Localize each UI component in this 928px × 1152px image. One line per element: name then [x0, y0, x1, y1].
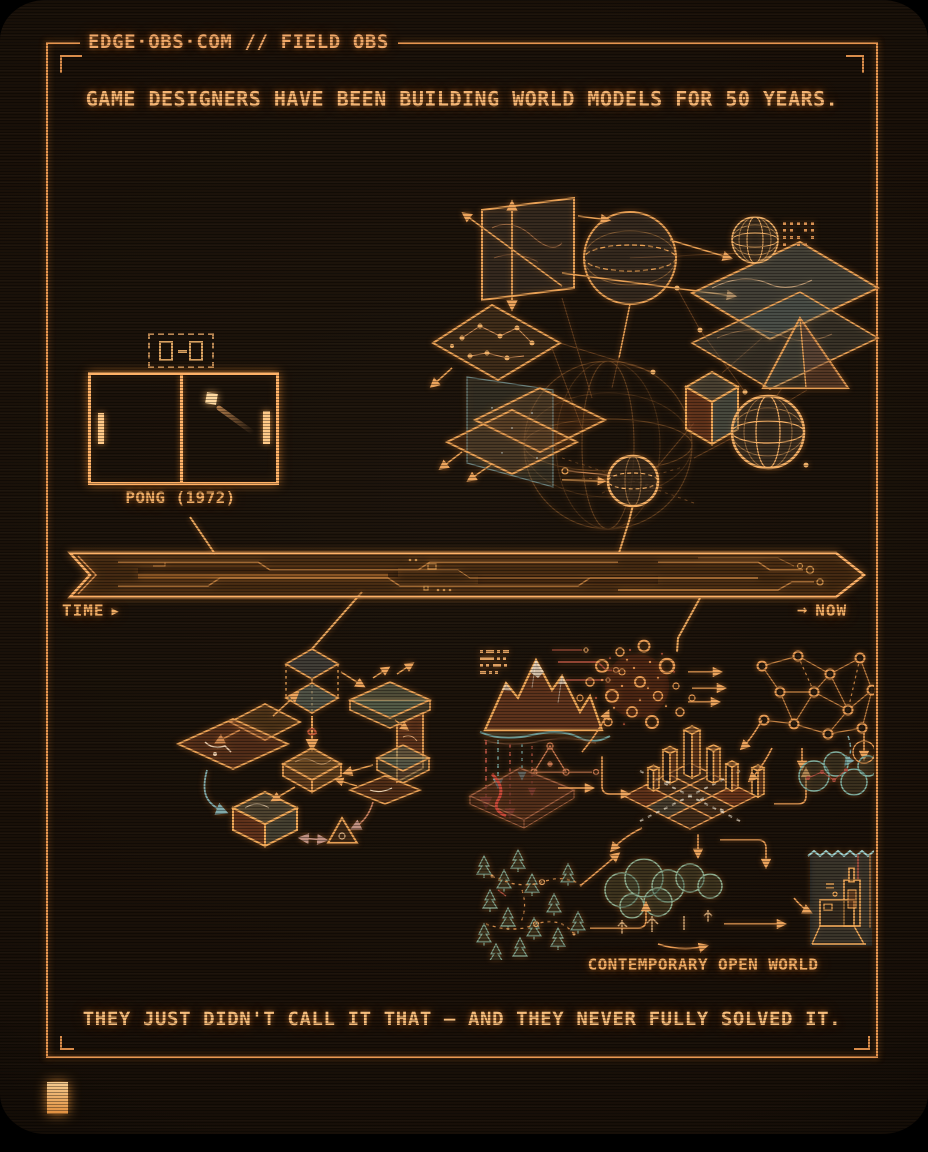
- timeline-end-label: → NOW: [797, 601, 847, 620]
- open-world-illustration: [468, 639, 874, 960]
- pong-court: [88, 372, 279, 485]
- corner-bracket-top-left: [60, 55, 82, 73]
- pine-forest: [475, 848, 587, 960]
- headline: GAME DESIGNERS HAVE BEEN BUILDING WORLD …: [85, 87, 839, 111]
- pong-ball: [205, 392, 218, 405]
- pong-paddle-right: [263, 411, 270, 444]
- ghost-cube: [284, 647, 340, 715]
- frame-right-edge: [876, 42, 878, 1058]
- corner-bracket-bottom-left: [60, 1036, 74, 1050]
- pong-caption: PONG (1972): [125, 488, 236, 507]
- timeline-band: [67, 551, 867, 599]
- terminal-cursor: [47, 1082, 68, 1114]
- site-header: EDGE·OBS·COM // FIELD OBS: [88, 31, 389, 53]
- iso-city: [558, 725, 812, 870]
- triangle-node: [326, 816, 359, 844]
- corner-bracket-top-right: [846, 55, 864, 73]
- pong-score-display: [148, 333, 214, 368]
- bottom-left-box: [230, 790, 300, 848]
- deciduous-forest: [604, 858, 723, 934]
- frame-bottom-edge: [46, 1056, 878, 1058]
- open-world-caption: CONTEMPORARY OPEN WORLD: [587, 955, 819, 974]
- pong-paddle-left: [98, 413, 104, 444]
- timeline-end-text: NOW: [815, 601, 848, 620]
- node-graph: [739, 650, 874, 772]
- frame-left-edge: [46, 42, 48, 1058]
- pong-score-right-digit: [189, 341, 203, 361]
- frame-top-left-segment: [46, 42, 80, 44]
- mountains: [479, 657, 611, 745]
- water-factory: [807, 849, 874, 946]
- pong-center-line: [180, 375, 183, 482]
- arrow-right-icon: →: [797, 600, 809, 620]
- particle-cluster: [576, 639, 728, 753]
- iso-flowchart-diagram: [175, 647, 433, 848]
- pong-score-separator: [178, 350, 187, 353]
- frame-top-segment: [398, 42, 878, 44]
- triangle-motif: [530, 742, 600, 776]
- dash-grid: [480, 650, 509, 674]
- timeline-start-text: TIME: [62, 601, 105, 620]
- corner-bracket-bottom-right: [854, 1036, 870, 1050]
- teal-curved-arrow: [203, 769, 229, 815]
- timeline-start-label: TIME ▶: [62, 601, 120, 620]
- biome-blobs: [798, 740, 874, 796]
- center-map-box: [280, 746, 344, 794]
- play-icon: ▶: [111, 603, 120, 618]
- pong-score-left-digit: [159, 341, 173, 361]
- footer-statement: THEY JUST DIDN'T CALL IT THAT — AND THEY…: [82, 1008, 842, 1030]
- pong-ball-trail: [215, 404, 255, 435]
